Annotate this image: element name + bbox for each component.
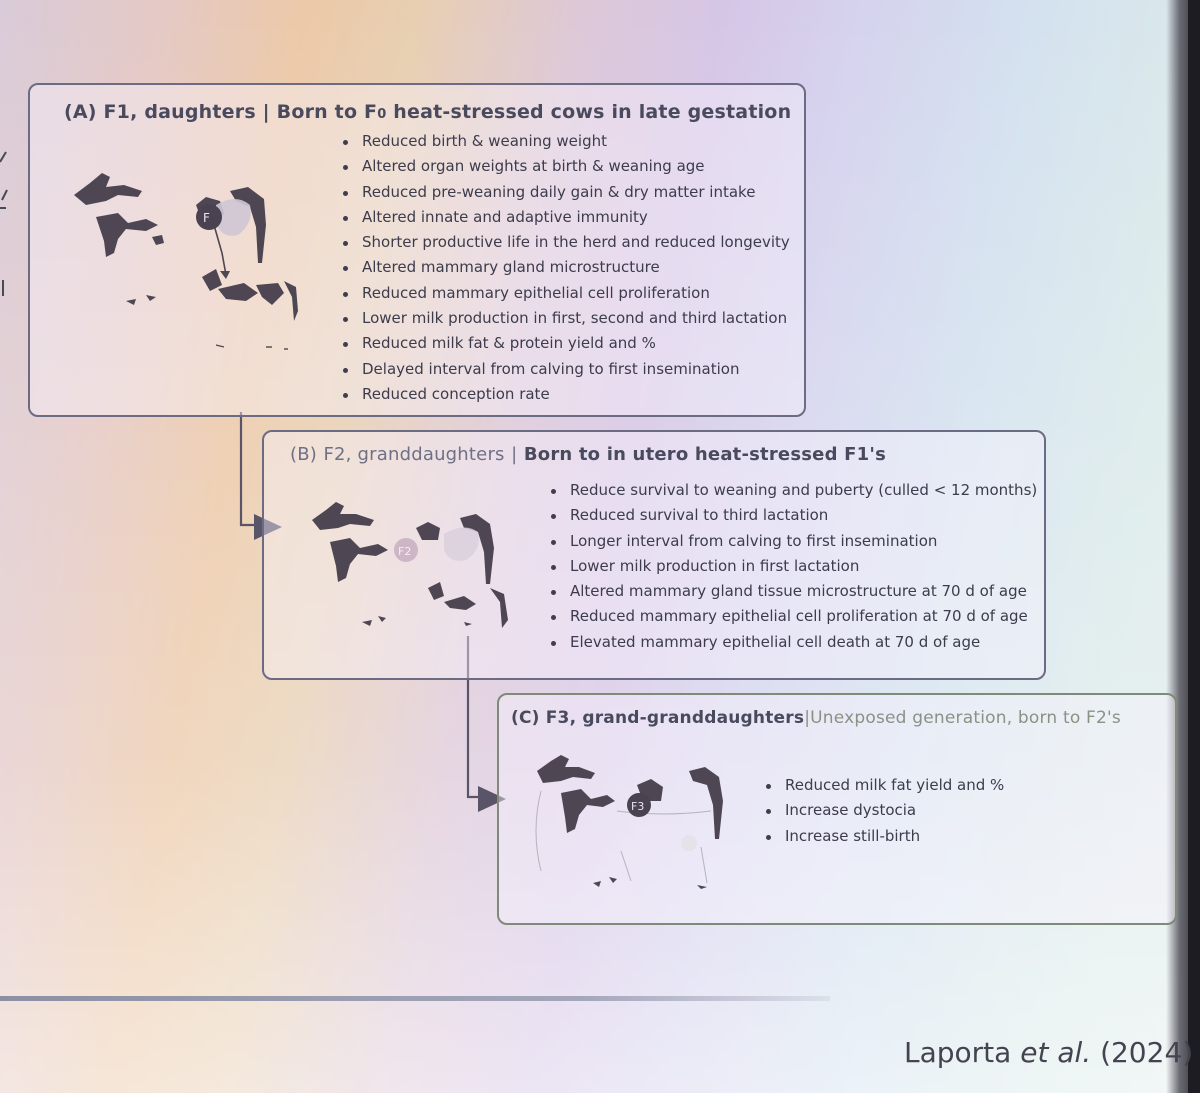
panel-b-separator: | (511, 444, 518, 465)
list-item: Reduce survival to weaning and puberty (… (548, 478, 1037, 503)
panel-a-description-rest: heat-stressed cows in late gestation (386, 101, 792, 123)
badge-f1-text: F (203, 211, 210, 225)
list-item: Reduced mammary epithelial cell prolifer… (548, 604, 1037, 629)
list-item: Reduced conception rate (340, 382, 790, 407)
panel-b-prefix: (B) (290, 444, 317, 465)
cow-illustration-c: F3 (535, 755, 723, 889)
citation-etal: et al. (1020, 1036, 1092, 1069)
panel-a-effects-list: Reduced birth & weaning weight Altered o… (340, 129, 790, 407)
citation-authors: Laporta (904, 1036, 1021, 1069)
panel-c-separator: | (804, 708, 811, 728)
panel-b-effects-list: Reduce survival to weaning and puberty (… (548, 478, 1037, 655)
list-item: Reduced pre-weaning daily gain & dry mat… (340, 180, 790, 205)
list-item: Altered mammary gland tissue microstruct… (548, 579, 1037, 604)
panel-a-separator: | (262, 101, 270, 123)
panel-f2-granddaughters: (B) F2, granddaughters | Born to in uter… (262, 430, 1046, 680)
panel-b-description: Born to in utero heat-stressed F1's (523, 444, 886, 465)
list-item: Reduced milk fat & protein yield and % (340, 331, 790, 356)
list-item: Altered organ weights at birth & weaning… (340, 154, 790, 179)
cow-illustration-b: F2 (312, 502, 508, 628)
citation: Laporta et al. (2024) (904, 1036, 1193, 1069)
arrow-a-to-b (239, 412, 262, 527)
panel-a-subscript: 0 (377, 107, 387, 122)
list-item: Altered innate and adaptive immunity (340, 205, 790, 230)
badge-f3-text: F3 (631, 800, 644, 813)
cow-illustration-a: F (74, 173, 298, 350)
list-item: Lower milk production in first, second a… (340, 306, 790, 331)
screen-frame (1188, 0, 1200, 1093)
panel-b-label: F2, granddaughters (323, 444, 505, 465)
panel-a-title: (A) F1, daughters | Born to F0 heat-stre… (64, 101, 791, 123)
panel-c-title: (C) F3, grand-granddaughters|Unexposed g… (511, 708, 1121, 728)
list-item: Reduced mammary epithelial cell prolifer… (340, 281, 790, 306)
panel-b-title: (B) F2, granddaughters | Born to in uter… (290, 444, 886, 465)
panel-f1-daughters: (A) F1, daughters | Born to F0 heat-stre… (28, 83, 806, 417)
slide-footer-rule (0, 996, 830, 1001)
badge-f2-text: F2 (398, 545, 411, 558)
list-item: Reduced milk fat yield and % (763, 773, 1004, 798)
list-item: Reduced birth & weaning weight (340, 129, 790, 154)
panel-a-description: Born to F (276, 101, 378, 123)
list-item: Increase dystocia (763, 798, 1004, 823)
panel-a-label: (A) F1, daughters (64, 101, 256, 123)
list-item: Delayed interval from calving to first i… (340, 357, 790, 382)
list-item: Lower milk production in first lactation (548, 554, 1037, 579)
list-item: Elevated mammary epithelial cell death a… (548, 630, 1037, 655)
panel-c-description: Unexposed generation, born to F2's (810, 708, 1121, 728)
list-item: Altered mammary gland microstructure (340, 255, 790, 280)
panel-c-effects-list: Reduced milk fat yield and % Increase dy… (763, 773, 1004, 849)
list-item: Reduced survival to third lactation (548, 503, 1037, 528)
panel-c-label: (C) F3, grand-granddaughters (511, 708, 805, 728)
list-item: Shorter productive life in the herd and … (340, 230, 790, 255)
list-item: Increase still-birth (763, 824, 1004, 849)
panel-f3-grand-granddaughters: (C) F3, grand-granddaughters|Unexposed g… (497, 693, 1177, 925)
list-item: Longer interval from calving to first in… (548, 529, 1037, 554)
left-edge-marks (0, 151, 8, 296)
citation-year: (2024) (1091, 1036, 1194, 1069)
